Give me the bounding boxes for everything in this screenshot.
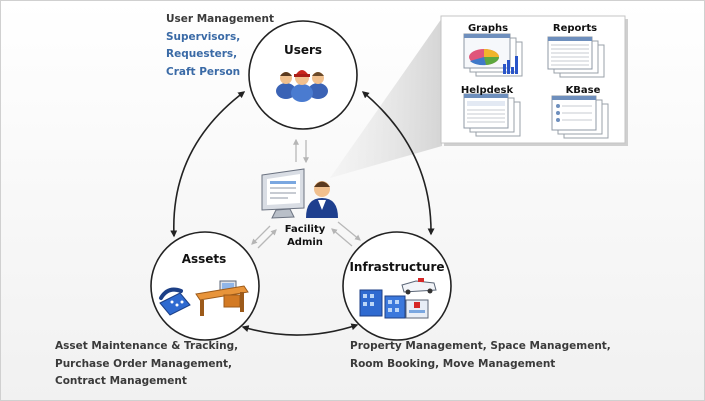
facility-admin-label-line2: Admin <box>287 237 323 248</box>
module-label-helpdesk: Helpdesk <box>461 85 514 96</box>
infrastructure-feature-list: Property Management, Space Management, R… <box>350 338 611 373</box>
assets-feature-item: Contract Management <box>55 375 187 387</box>
assets-feature-item: Purchase Order Management, <box>55 357 233 370</box>
graphs-thumbnail-icon <box>463 33 523 77</box>
user-management-heading: User Management <box>166 13 275 25</box>
module-label-reports: Reports <box>553 23 597 34</box>
assets-feature-list: Asset Maintenance & Tracking, Purchase O… <box>55 338 238 391</box>
desk-computer-icon <box>195 280 249 316</box>
buildings-icon <box>359 289 429 319</box>
user-role-item: Requesters, <box>166 48 238 60</box>
infrastructure-feature-item: Room Booking, Move Management <box>350 357 556 370</box>
kbase-thumbnail-icon <box>551 95 609 139</box>
facility-admin-label-line1: Facility <box>285 224 326 235</box>
users-feature-list: User Management Supervisors, Requesters,… <box>166 11 274 81</box>
monitor-icon <box>261 168 305 219</box>
arc-users-assets <box>170 91 246 238</box>
admin-connector-arrows <box>251 138 361 249</box>
module-label-kbase: KBase <box>566 85 601 96</box>
reports-thumbnail-icon <box>547 36 605 78</box>
infrastructure-node-label: Infrastructure <box>349 260 444 274</box>
infrastructure-feature-item: Property Management, Space Management, <box>350 340 611 352</box>
user-role-item: Supervisors, <box>166 30 241 43</box>
phone-icon <box>159 287 191 316</box>
helpdesk-thumbnail-icon <box>463 93 521 137</box>
arc-users-infrastructure <box>361 91 435 236</box>
users-group-icon <box>276 70 328 102</box>
assets-feature-item: Asset Maintenance & Tracking, <box>55 340 239 352</box>
assets-node <box>150 231 260 341</box>
user-role-item: Craft Person <box>166 65 241 78</box>
users-node-label: Users <box>284 43 322 57</box>
assets-node-label: Assets <box>182 252 227 266</box>
admin-person-icon <box>306 181 338 218</box>
arc-assets-infrastructure <box>241 323 359 336</box>
module-label-graphs: Graphs <box>468 23 508 34</box>
ambulance-icon <box>401 278 437 295</box>
